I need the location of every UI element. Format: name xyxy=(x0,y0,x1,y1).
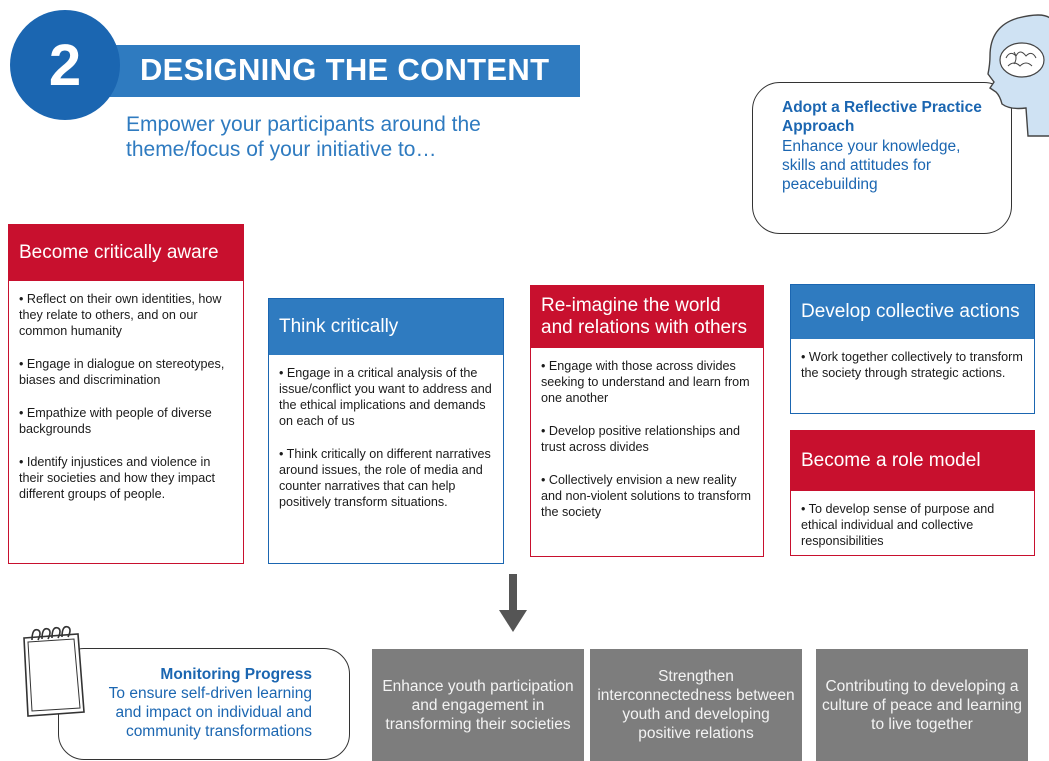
list-item: • Engage with those across divides seeki… xyxy=(541,359,750,405)
head-brain-icon xyxy=(987,14,1049,137)
box-body: • Work together collectively to transfor… xyxy=(791,339,1034,389)
list-item: • Collectively envision a new reality an… xyxy=(541,473,752,519)
list-item: • Think critically on different narrativ… xyxy=(279,447,491,509)
box-body: • To develop sense of purpose and ethica… xyxy=(791,491,1034,557)
list-item: • Engage in dialogue on stereotypes, bia… xyxy=(19,357,225,387)
list-item: • Identify injustices and violence in th… xyxy=(19,455,216,501)
list-item: • Develop positive relationships and tru… xyxy=(541,424,741,454)
box-title: Think critically xyxy=(269,299,503,355)
list-item: • Reflect on their own identities, how t… xyxy=(19,292,222,338)
page-title: DESIGNING THE CONTENT xyxy=(140,52,550,87)
outcome-box: Contributing to developing a culture of … xyxy=(816,649,1028,761)
monitoring-text-block: Monitoring Progress To ensure self-drive… xyxy=(96,665,312,741)
box-body: • Engage with those across divides seeki… xyxy=(531,348,763,528)
box-body: • Engage in a critical analysis of the i… xyxy=(269,355,503,518)
list-item: • Engage in a critical analysis of the i… xyxy=(279,366,492,428)
box-become-a-role-model: Become a role model • To develop sense o… xyxy=(790,430,1035,556)
box-become-critically-aware: Become critically aware • Reflect on the… xyxy=(8,224,244,564)
box-title: Become a role model xyxy=(791,431,1034,491)
section-number-badge: 2 xyxy=(10,10,120,120)
list-item: • Empathize with people of diverse backg… xyxy=(19,406,212,436)
reflective-practice-title: Adopt a Reflective Practice Approach xyxy=(782,99,982,135)
page-subtitle: Empower your participants around the the… xyxy=(126,113,481,161)
notepad-icon xyxy=(23,625,85,717)
outcome-box: Strengthen interconnectedness between yo… xyxy=(590,649,802,761)
down-arrow-icon xyxy=(499,574,527,632)
monitoring-bubble xyxy=(58,648,350,760)
box-title: Develop collective actions xyxy=(791,285,1034,339)
monitoring-text: To ensure self-driven learning and impac… xyxy=(108,685,312,740)
reflective-practice-text: Enhance your knowledge, skills and attit… xyxy=(782,138,961,193)
list-item: • To develop sense of purpose and ethica… xyxy=(801,502,995,548)
box-think-critically: Think critically • Engage in a critical … xyxy=(268,298,504,564)
outcome-box: Enhance youth participation and engageme… xyxy=(372,649,584,761)
box-develop-collective-actions: Develop collective actions • Work togeth… xyxy=(790,284,1035,414)
box-title: Become critically aware xyxy=(9,225,243,281)
box-re-imagine-the-world: Re-imagine the world and relations with … xyxy=(530,285,764,557)
list-item: • Work together collectively to transfor… xyxy=(801,350,1023,380)
monitoring-title: Monitoring Progress xyxy=(160,666,312,683)
header-banner xyxy=(60,45,580,97)
reflective-practice-bubble xyxy=(752,82,1012,234)
box-title: Re-imagine the world and relations with … xyxy=(531,286,763,348)
box-body: • Reflect on their own identities, how t… xyxy=(9,281,243,510)
